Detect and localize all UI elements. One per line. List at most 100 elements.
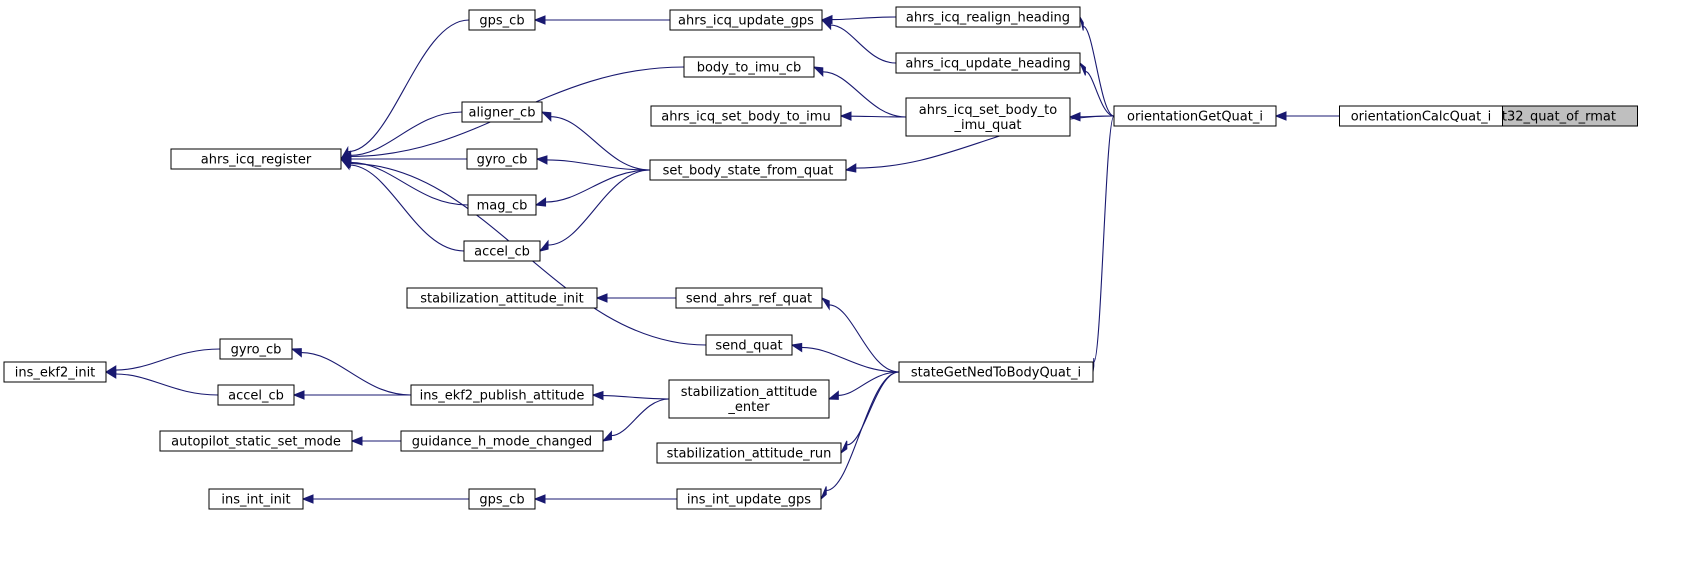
node-ahrs-icq-set-body-to-imu-quat[interactable]: ahrs_icq_set_body_to_imu_quat bbox=[905, 97, 1071, 137]
edge-ahrs-icq-update-gps-to-ahrs-icq-realign-heading bbox=[820, 14, 897, 25]
node-gyro-cb-ekf[interactable]: gyro_cb bbox=[219, 338, 293, 360]
node-box bbox=[468, 9, 536, 31]
edge-send-ahrs-ref-quat-to-stategetnedtobodyquat-i bbox=[820, 296, 900, 373]
arrowhead bbox=[812, 66, 824, 77]
node-label: ahrs_icq_register bbox=[201, 153, 312, 168]
node-send-quat[interactable]: send_quat bbox=[705, 334, 793, 356]
node-ahrs-icq-realign-heading[interactable]: ahrs_icq_realign_heading bbox=[895, 6, 1081, 28]
node-gps-cb-bottom[interactable]: gps_cb bbox=[468, 488, 536, 510]
node-label: _enter bbox=[727, 400, 770, 415]
edge-ahrs-icq-update-heading-to-orientationgetquat-i bbox=[1079, 62, 1115, 117]
arrowhead bbox=[1079, 16, 1084, 31]
edges-layer bbox=[104, 14, 1504, 504]
node-aligner-cb[interactable]: aligner_cb bbox=[461, 101, 543, 123]
node-box bbox=[467, 194, 537, 216]
arrowhead bbox=[535, 155, 548, 165]
node-orientationcalcquat-i[interactable]: orientationCalcQuat_i bbox=[1339, 105, 1503, 127]
node-box bbox=[3, 361, 107, 383]
edge-gyro-cb-ekf-to-ins-ekf2-publish-attitude bbox=[290, 348, 412, 396]
arrowhead bbox=[839, 440, 848, 455]
edge-ins-ekf2-init-to-gyro-cb-ekf bbox=[104, 348, 221, 375]
edge-guidance-h-mode-changed-to-stabilization-attitude-enter bbox=[601, 398, 670, 442]
arrowhead bbox=[601, 430, 612, 442]
edge-ins-ekf2-init-to-accel-cb-ekf bbox=[104, 369, 219, 396]
node-box bbox=[466, 148, 538, 170]
arrowhead bbox=[820, 296, 830, 311]
node-ins-int-update-gps[interactable]: ins_int_update_gps bbox=[676, 488, 822, 510]
edge-gps-cb-bottom-to-ins-int-update-gps bbox=[533, 494, 677, 504]
node-ins-ekf2-init[interactable]: ins_ekf2_init bbox=[3, 361, 107, 383]
edge-stategetnedtobodyquat-i-to-orientationgetquat-i bbox=[1092, 115, 1115, 373]
arrowhead bbox=[534, 197, 547, 207]
node-accel-cb-top[interactable]: accel_cb bbox=[463, 240, 541, 262]
node-ahrs-icq-set-body-to-imu[interactable]: ahrs_icq_set_body_to_imu bbox=[650, 105, 842, 127]
node-ins-ekf2-publish-attitude[interactable]: ins_ekf2_publish_attitude bbox=[410, 384, 594, 406]
arrowhead bbox=[292, 390, 305, 400]
node-int32-quat-of-rmat: int32_quat_of_rmat bbox=[1468, 105, 1638, 127]
arrowhead bbox=[1079, 62, 1086, 76]
node-box bbox=[898, 361, 1094, 383]
edge-ahrs-icq-update-gps-to-ahrs-icq-update-heading bbox=[820, 19, 897, 64]
edge-send-quat-to-stategetnedtobodyquat-i bbox=[790, 342, 900, 373]
node-ahrs-icq-update-gps[interactable]: ahrs_icq_update_gps bbox=[669, 9, 823, 31]
node-box bbox=[217, 384, 295, 406]
node-label: guidance_h_mode_changed bbox=[412, 435, 592, 450]
node-mag-cb[interactable]: mag_cb bbox=[467, 194, 537, 216]
node-accel-cb-ekf[interactable]: accel_cb bbox=[217, 384, 295, 406]
edge-accel-cb-ekf-to-ins-ekf2-publish-attitude bbox=[292, 390, 412, 400]
node-label: orientationCalcQuat_i bbox=[1351, 110, 1492, 125]
arrowhead bbox=[538, 239, 549, 252]
edge-body-to-imu-cb-to-ahrs-icq-set-body-to-imu-quat bbox=[812, 66, 907, 118]
edge-ins-int-init-to-gps-cb-bottom bbox=[301, 494, 469, 504]
node-stabilization-attitude-run[interactable]: stabilization_attitude_run bbox=[656, 442, 842, 464]
node-box bbox=[400, 430, 604, 452]
node-gyro-cb-top[interactable]: gyro_cb bbox=[466, 148, 538, 170]
arrowhead bbox=[820, 19, 832, 31]
arrowhead bbox=[839, 111, 852, 121]
node-guidance-h-mode-changed[interactable]: guidance_h_mode_changed bbox=[400, 430, 604, 452]
node-stategetnedtobodyquat-i[interactable]: stateGetNedToBodyQuat_i bbox=[898, 361, 1094, 383]
edge-accel-cb-top-to-set-body-state-from-quat bbox=[538, 169, 651, 252]
edge-gyro-cb-top-to-set-body-state-from-quat bbox=[535, 155, 651, 171]
node-label: accel_cb bbox=[474, 245, 530, 260]
node-box bbox=[170, 148, 342, 170]
edge-set-body-state-from-quat-to-orientationgetquat-i bbox=[844, 115, 1115, 173]
node-ahrs-icq-update-heading[interactable]: ahrs_icq_update_heading bbox=[895, 52, 1081, 74]
node-label: aligner_cb bbox=[469, 106, 536, 121]
node-box bbox=[705, 334, 793, 356]
node-gps-cb-top[interactable]: gps_cb bbox=[468, 9, 536, 31]
node-label: ahrs_icq_update_heading bbox=[905, 57, 1070, 72]
node-body-to-imu-cb[interactable]: body_to_imu_cb bbox=[683, 56, 815, 78]
edge-aligner-cb-to-set-body-state-from-quat bbox=[540, 111, 651, 171]
edge-mag-cb-to-set-body-state-from-quat bbox=[534, 169, 651, 207]
arrowhead bbox=[790, 342, 803, 353]
arrowhead bbox=[533, 494, 546, 504]
node-stabilization-attitude-init[interactable]: stabilization_attitude_init bbox=[406, 287, 598, 309]
node-ins-int-init[interactable]: ins_int_init bbox=[208, 488, 304, 510]
arrowhead bbox=[533, 15, 546, 25]
node-box bbox=[406, 287, 598, 309]
node-box bbox=[895, 6, 1081, 28]
edge-ins-int-update-gps-to-stategetnedtobodyquat-i bbox=[820, 371, 900, 500]
edge-ahrs-icq-set-body-to-imu-to-ahrs-icq-set-body-to-imu-quat bbox=[839, 111, 907, 121]
node-orientationgetquat-i[interactable]: orientationGetQuat_i bbox=[1113, 105, 1277, 127]
arrowhead bbox=[339, 158, 351, 169]
node-set-body-state-from-quat[interactable]: set_body_state_from_quat bbox=[649, 159, 847, 181]
node-label: int32_quat_of_rmat bbox=[1490, 110, 1616, 125]
node-label: _imu_quat bbox=[953, 118, 1021, 133]
node-box bbox=[668, 379, 830, 419]
node-label: send_ahrs_ref_quat bbox=[686, 292, 812, 307]
node-box bbox=[1113, 105, 1277, 127]
node-label: set_body_state_from_quat bbox=[663, 164, 834, 179]
edge-ahrs-icq-register-to-aligner-cb bbox=[339, 111, 463, 160]
node-label: body_to_imu_cb bbox=[697, 61, 802, 76]
node-autopilot-static-set-mode[interactable]: autopilot_static_set_mode bbox=[159, 430, 353, 452]
node-ahrs-icq-register[interactable]: ahrs_icq_register bbox=[170, 148, 342, 170]
node-label: orientationGetQuat_i bbox=[1127, 110, 1263, 125]
node-send-ahrs-ref-quat[interactable]: send_ahrs_ref_quat bbox=[675, 287, 823, 309]
node-label: stateGetNedToBodyQuat_i bbox=[911, 366, 1081, 381]
edge-orientationgetquat-i-to-orientationcalcquat-i bbox=[1274, 111, 1340, 121]
node-stabilization-attitude-enter[interactable]: stabilization_attitude_enter bbox=[668, 379, 830, 419]
edge-ins-ekf2-publish-attitude-to-stabilization-attitude-enter bbox=[591, 390, 670, 401]
node-box bbox=[895, 52, 1081, 74]
